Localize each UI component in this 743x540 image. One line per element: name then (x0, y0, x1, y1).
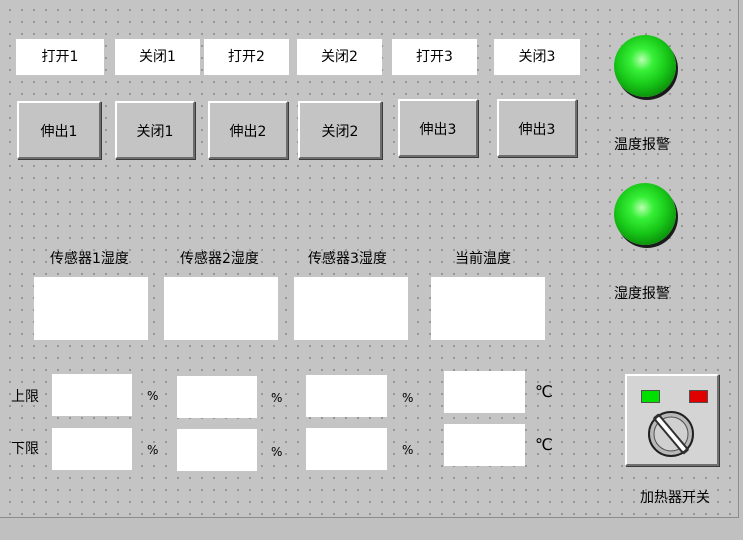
sensor-1-header: 传感器1湿度 (50, 251, 129, 267)
label-open-1: 打开1 (16, 39, 104, 75)
sensor-2-display (164, 277, 278, 340)
upper-limit-2-unit: % (271, 391, 283, 405)
hmi-panel: 打开1 关闭1 打开2 关闭2 打开3 关闭3 伸出1 关闭1 伸出2 关闭2 … (0, 0, 739, 518)
extend-3b-button[interactable]: 伸出3 (497, 99, 577, 157)
heater-off-indicator-icon (689, 390, 708, 403)
lower-limit-temp-input[interactable] (444, 424, 525, 466)
humidity-alarm-label: 湿度报警 (614, 286, 670, 302)
upper-limit-temp-unit: ℃ (535, 382, 553, 401)
lower-limit-3-input[interactable] (306, 428, 387, 470)
lower-limit-1-unit: % (147, 443, 159, 457)
upper-limit-3-input[interactable] (306, 375, 387, 417)
heater-switch-label: 加热器开关 (640, 490, 710, 506)
upper-limit-label: 上限 (11, 389, 39, 405)
upper-limit-temp-input[interactable] (444, 371, 525, 413)
heater-switch[interactable] (625, 374, 719, 466)
close-2-button[interactable]: 关闭2 (298, 101, 382, 159)
sensor-3-display (294, 277, 408, 340)
close-1-button[interactable]: 关闭1 (115, 101, 195, 159)
lower-limit-2-unit: % (271, 445, 283, 459)
lower-limit-temp-unit: ℃ (535, 435, 553, 454)
extend-1-button[interactable]: 伸出1 (17, 101, 101, 159)
upper-limit-2-input[interactable] (177, 376, 257, 418)
lower-limit-1-input[interactable] (52, 428, 132, 470)
current-temp-header: 当前温度 (455, 251, 511, 267)
upper-limit-1-unit: % (147, 389, 159, 403)
temperature-alarm-lamp-icon (614, 35, 676, 97)
upper-limit-3-unit: % (402, 391, 414, 405)
lower-limit-3-unit: % (402, 443, 414, 457)
label-close-1: 关闭1 (115, 39, 200, 75)
upper-limit-1-input[interactable] (52, 374, 132, 416)
humidity-alarm-lamp-icon (614, 183, 676, 245)
sensor-1-display (34, 277, 148, 340)
sensor-3-header: 传感器3湿度 (308, 251, 387, 267)
sensor-2-header: 传感器2湿度 (180, 251, 259, 267)
label-close-2: 关闭2 (297, 39, 382, 75)
lower-limit-2-input[interactable] (177, 429, 257, 471)
label-open-2: 打开2 (204, 39, 289, 75)
heater-on-indicator-icon (641, 390, 660, 403)
label-open-3: 打开3 (392, 39, 477, 75)
extend-2-button[interactable]: 伸出2 (208, 101, 288, 159)
current-temp-display (431, 277, 545, 340)
temperature-alarm-label: 温度报警 (614, 137, 670, 153)
rotary-knob-icon (648, 411, 694, 457)
extend-3-button[interactable]: 伸出3 (398, 99, 478, 157)
lower-limit-label: 下限 (11, 441, 39, 457)
label-close-3: 关闭3 (494, 39, 580, 75)
